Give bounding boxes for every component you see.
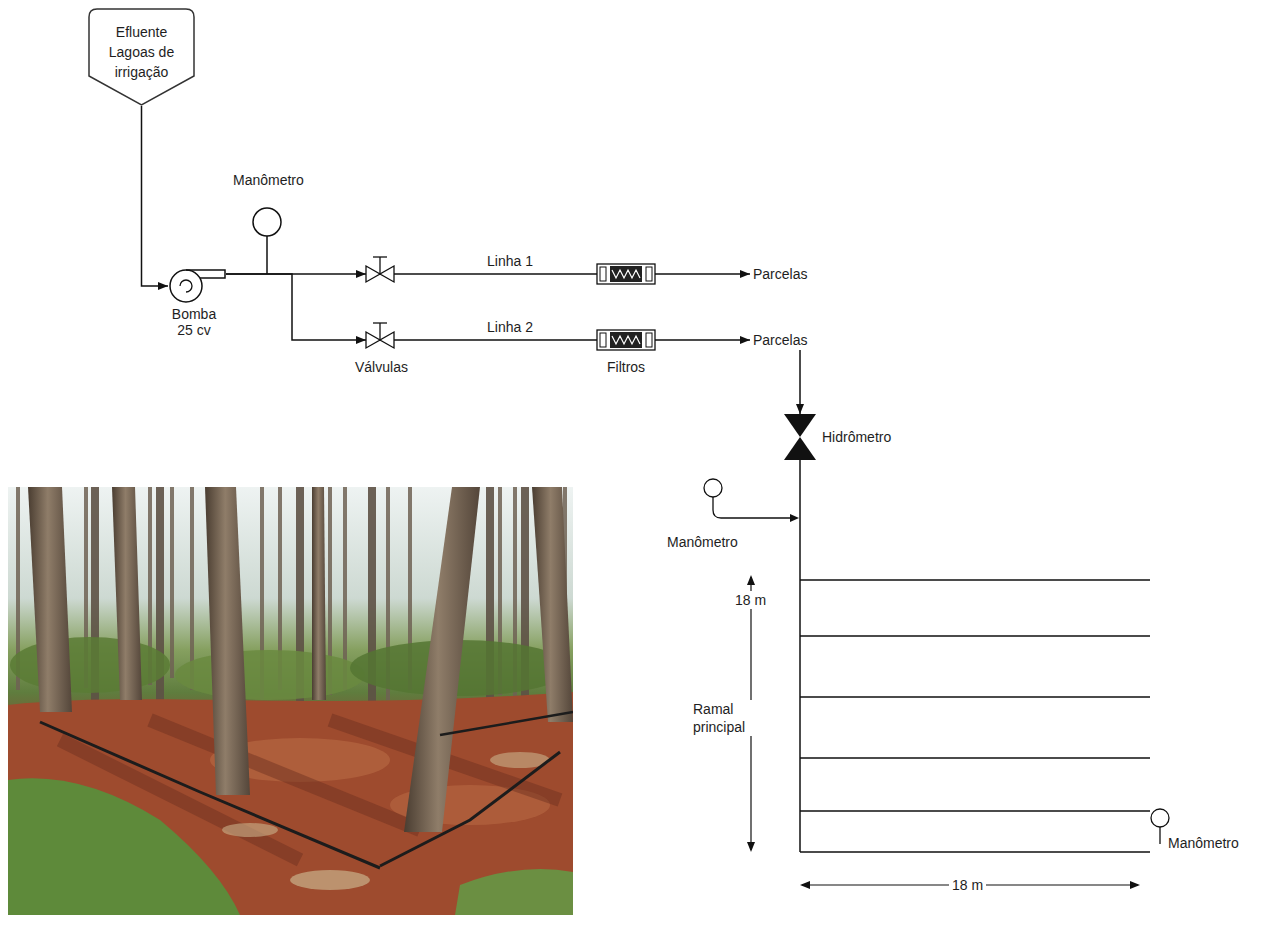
red-soil bbox=[8, 692, 573, 915]
pressure-gauge bbox=[704, 479, 722, 497]
forest-photo bbox=[8, 487, 573, 915]
meter-body bbox=[784, 414, 816, 437]
pump-icon bbox=[168, 266, 226, 304]
tree-trunk bbox=[28, 487, 72, 712]
filter-housing bbox=[597, 330, 655, 350]
water-meter: Hidrômetro bbox=[784, 414, 891, 460]
plot-terminal: Parcelas bbox=[750, 264, 810, 284]
filter-cap bbox=[646, 333, 652, 347]
meter-icon bbox=[784, 414, 816, 460]
source-tank: Efluente Lagoas de irrigação bbox=[88, 8, 195, 106]
grass bbox=[455, 869, 573, 915]
filter-symbol bbox=[597, 330, 655, 350]
valve-stem bbox=[379, 257, 380, 274]
valve-handle bbox=[373, 322, 387, 323]
line-label: Linha 2 bbox=[484, 318, 536, 336]
flow-arrow bbox=[790, 514, 799, 522]
main-lateral-pipe bbox=[799, 460, 801, 852]
gauge-stem bbox=[1159, 827, 1160, 844]
tree-trunk bbox=[205, 487, 250, 795]
pump-impeller bbox=[180, 280, 192, 292]
valve-body bbox=[380, 266, 394, 282]
pipe-connector bbox=[226, 274, 750, 340]
tree-trunk bbox=[404, 487, 480, 832]
terminal-label: Parcelas bbox=[753, 264, 807, 284]
photo-ground bbox=[8, 487, 573, 915]
pump-label: Bomba 25 cv bbox=[168, 266, 220, 338]
drip-tube bbox=[40, 722, 380, 868]
drip-lines bbox=[800, 580, 1150, 852]
dimension-label: 18 m bbox=[949, 876, 986, 894]
terminal-label: Parcelas bbox=[753, 330, 807, 350]
flow-arrow bbox=[356, 270, 366, 278]
filter-cap bbox=[600, 267, 606, 281]
dimension-arrow bbox=[800, 881, 810, 889]
part-label: Válvulas bbox=[355, 358, 408, 376]
pressure-gauge bbox=[1151, 809, 1169, 827]
valve-handle bbox=[373, 256, 387, 257]
gauge-label: Manômetro bbox=[1168, 834, 1239, 852]
filter-housing bbox=[597, 264, 655, 284]
pipe-connector bbox=[142, 106, 169, 286]
meter-body bbox=[784, 437, 816, 460]
dimension-label: 18 m bbox=[732, 591, 769, 609]
filter-mesh bbox=[612, 336, 640, 344]
plot-terminal: Parcelas bbox=[750, 330, 810, 350]
dimension-arrow bbox=[747, 842, 755, 852]
gauge-stem bbox=[266, 236, 268, 274]
filter-cap bbox=[600, 333, 606, 347]
leaf-litter bbox=[290, 870, 370, 890]
undergrowth bbox=[175, 650, 365, 700]
tree-trunk bbox=[312, 487, 326, 700]
pump-outlet bbox=[186, 270, 225, 278]
drip-tube bbox=[380, 752, 560, 866]
tree-trunk bbox=[112, 487, 142, 700]
pipe-connector bbox=[799, 350, 801, 414]
part-label: Filtros bbox=[607, 358, 645, 376]
valve-body bbox=[380, 332, 394, 348]
filter-symbol bbox=[597, 264, 655, 284]
line-label: Linha 1 bbox=[484, 252, 536, 270]
pipe-connector bbox=[226, 273, 750, 275]
part-label: Ramal principal bbox=[690, 700, 754, 736]
filter-element bbox=[610, 332, 642, 348]
tank-shape bbox=[89, 9, 194, 105]
tank-label: Efluente Lagoas de irrigação bbox=[100, 8, 184, 82]
valve-body bbox=[366, 266, 380, 282]
pressure-gauge bbox=[253, 208, 281, 236]
valve-symbol bbox=[366, 323, 394, 348]
meter-label: Hidrômetro bbox=[822, 414, 891, 460]
tree-trunk bbox=[532, 487, 573, 722]
gauge-tap bbox=[713, 497, 790, 518]
gauge-label: Manômetro bbox=[667, 533, 738, 551]
leaf-litter bbox=[222, 823, 278, 837]
valve-body bbox=[366, 332, 380, 348]
dimension-arrow bbox=[747, 575, 755, 585]
valve-stem bbox=[379, 323, 380, 340]
grass bbox=[8, 778, 240, 915]
filter-cap bbox=[646, 267, 652, 281]
valve-symbol bbox=[366, 257, 394, 282]
undergrowth bbox=[10, 637, 170, 693]
filter-element bbox=[610, 266, 642, 282]
filter-mesh bbox=[612, 270, 640, 278]
dimension-arrow bbox=[1130, 881, 1140, 889]
pump-casing bbox=[170, 270, 202, 302]
flow-arrow bbox=[356, 336, 366, 344]
gauge-label: Manômetro bbox=[233, 171, 304, 189]
drip-tube bbox=[440, 712, 573, 735]
pump-symbol: Bomba 25 cv bbox=[168, 266, 226, 338]
